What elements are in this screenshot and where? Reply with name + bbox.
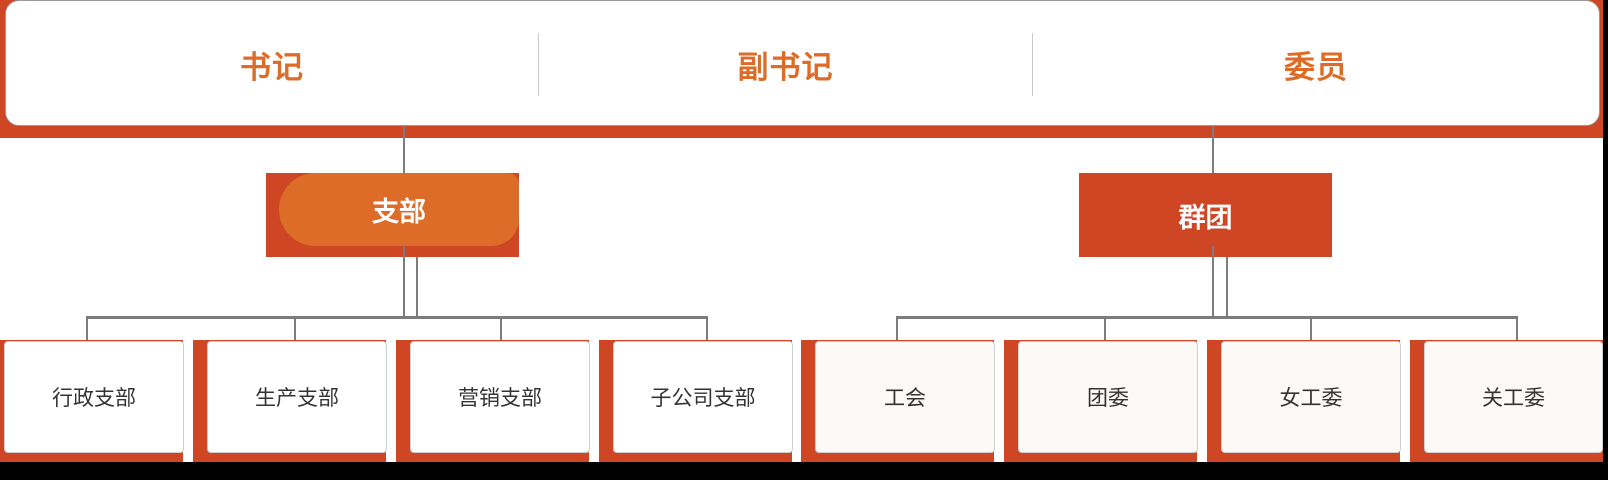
connector-line [1226,257,1228,316]
leaf-subsidiary-branch[interactable]: 子公司支部 [613,341,793,453]
connector-line [1212,126,1214,173]
role-committee-member: 委员 [1284,49,1348,86]
leaf-women-committee[interactable]: 女工委 [1221,341,1401,453]
leaf-marketing-branch[interactable]: 营销支部 [410,341,590,453]
connector-line [86,316,708,319]
connector-line [294,316,296,340]
mass-org-node[interactable]: 群团 [1079,173,1332,257]
role-secretary: 书记 [240,49,304,86]
leadership-banner: 书记 副书记 委员 [5,0,1600,126]
right-edge [1603,0,1608,480]
leaf-elder-care-committee[interactable]: 关工委 [1424,341,1603,453]
branch-node[interactable]: 支部 [279,173,519,246]
connector-line [1104,316,1106,340]
connector-line [403,126,405,173]
role-deputy-secretary: 副书记 [737,49,834,86]
divider [1032,33,1033,96]
bottom-edge [0,462,1608,480]
connector-line [1516,316,1518,340]
leaf-admin-branch[interactable]: 行政支部 [4,341,184,453]
connector-line [896,316,898,340]
leaf-youth-league[interactable]: 团委 [1018,341,1198,453]
connector-line [416,257,418,316]
leaf-trade-union[interactable]: 工会 [815,341,995,453]
connector-line [1212,246,1214,316]
connector-line [500,316,502,340]
connector-line [706,316,708,340]
connector-line [896,316,1518,319]
divider [538,33,539,96]
connector-line [86,316,88,340]
connector-line [403,246,405,316]
connector-line [1310,316,1312,340]
leaf-production-branch[interactable]: 生产支部 [207,341,387,453]
